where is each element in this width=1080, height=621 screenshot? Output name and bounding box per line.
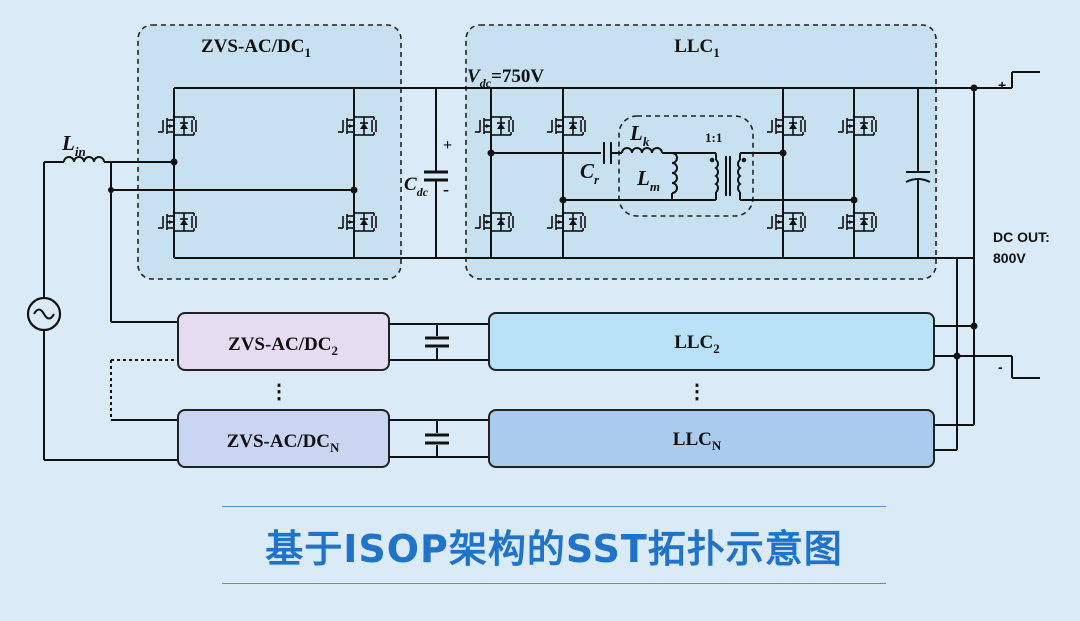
llc-ellipsis: ⋮	[687, 381, 707, 403]
output-parallel-wiring	[934, 71, 1040, 451]
turns-ratio-label: 1:1	[705, 130, 722, 145]
input-series-wiring	[108, 162, 354, 421]
llc-n-block	[488, 409, 935, 468]
lm-label: Lm	[636, 166, 660, 194]
dc-link-capacitor	[424, 88, 448, 258]
lin-label: Lin	[61, 131, 86, 159]
zvs-ac-dc-2-block	[177, 312, 390, 371]
llc-2-label: LLC2	[674, 332, 720, 356]
transformer-dashed-box	[618, 115, 754, 217]
lk-label: Lk	[629, 121, 650, 149]
resonant-tank	[491, 142, 854, 201]
zvs-n-label: ZVS-AC/DCN	[227, 431, 340, 455]
output-plus-label: +	[998, 77, 1006, 93]
llc-2-block	[488, 312, 935, 371]
zvs-ac-dc-1-box	[137, 24, 402, 280]
zvs-1-title: ZVS-AC/DC1	[201, 36, 311, 60]
cr-label: Cr	[580, 159, 600, 187]
llc-n-label: LLCN	[673, 429, 722, 453]
zvs-2-label: ZVS-AC/DC2	[228, 334, 338, 358]
llc-1-title: LLC1	[674, 36, 720, 60]
zvs-ellipsis: ⋮	[269, 381, 289, 403]
input-inductor	[43, 156, 174, 298]
cdc-minus-label: -	[443, 179, 449, 199]
diagram-caption: 基于ISOP架构的SST拓扑示意图	[222, 506, 886, 584]
output-minus-label: -	[998, 359, 1003, 375]
module-2-dc-link	[389, 323, 489, 361]
zvs-ac-dc-n-block	[177, 409, 390, 468]
module-n-dc-link	[389, 419, 489, 458]
output-capacitor	[905, 88, 931, 258]
ac-source	[26, 296, 178, 461]
cdc-plus-label: +	[443, 137, 452, 154]
dc-out-voltage: 800V	[993, 250, 1026, 266]
vdc-label: Vdc=750V	[467, 66, 544, 90]
dc-out-label: DC OUT:	[993, 229, 1050, 245]
cdc-label: Cdc	[404, 174, 429, 199]
zvs-1-bridge	[157, 87, 974, 259]
llc-1-secondary-bridge	[766, 88, 877, 258]
